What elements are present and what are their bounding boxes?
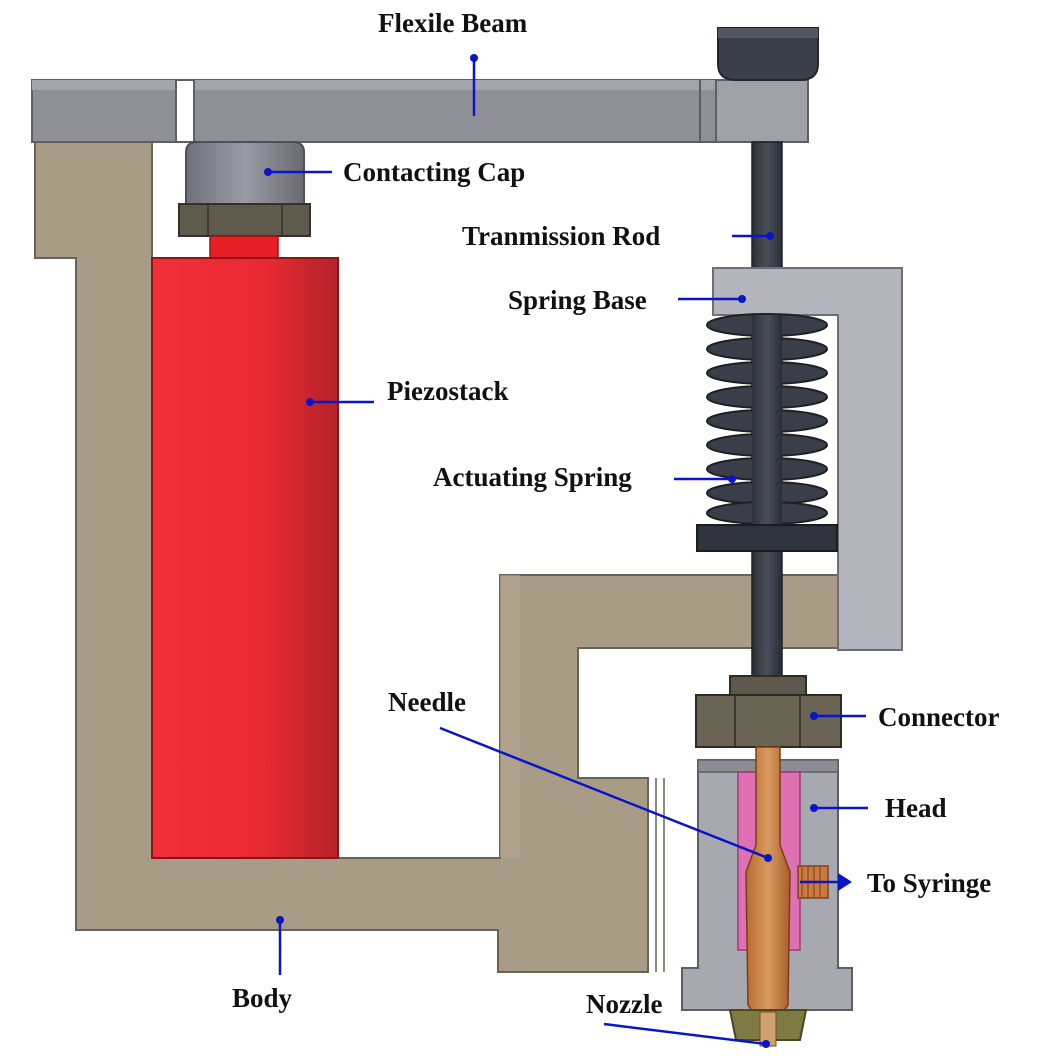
- leader-lines: [264, 54, 868, 1048]
- label-contacting-cap: Contacting Cap: [343, 157, 525, 187]
- labels: Flexile Beam Contacting Cap Tranmission …: [232, 8, 999, 1019]
- label-transmission-rod: Tranmission Rod: [462, 221, 660, 251]
- spring-base-part: [712, 267, 903, 651]
- label-piezostack: Piezostack: [387, 376, 508, 406]
- leader-contacting-cap: [264, 168, 332, 176]
- connector-part: [695, 648, 842, 748]
- label-body: Body: [232, 983, 293, 1013]
- leader-needle: [439, 726, 772, 862]
- body-part: [34, 141, 839, 973]
- leader-spring-base: [678, 295, 746, 303]
- label-head: Head: [885, 793, 947, 823]
- leader-piezostack: [306, 398, 374, 406]
- label-actuating-spring: Actuating Spring: [433, 462, 632, 492]
- label-spring-base: Spring Base: [508, 285, 647, 315]
- leader-nozzle: [603, 1022, 770, 1048]
- label-to-syringe: To Syringe: [867, 868, 991, 898]
- nozzle-part: [728, 1009, 808, 1047]
- leader-head: [810, 804, 868, 812]
- flexile-beam-part: [31, 79, 809, 143]
- label-nozzle: Nozzle: [586, 989, 662, 1019]
- actuating-spring-part: [696, 313, 838, 552]
- leader-transmission-rod: [732, 232, 774, 240]
- piezostack-part: [151, 257, 339, 859]
- leader-to-syringe: [800, 873, 852, 891]
- leader-body: [276, 916, 284, 975]
- leader-actuating-spring: [674, 475, 736, 483]
- label-connector: Connector: [878, 702, 999, 732]
- label-needle: Needle: [388, 687, 466, 717]
- contacting-cap-part: [178, 141, 311, 259]
- leader-connector: [810, 712, 866, 720]
- top-knob: [717, 27, 819, 81]
- leader-flexile-beam: [470, 54, 478, 116]
- label-flexile-beam: Flexile Beam: [378, 8, 528, 38]
